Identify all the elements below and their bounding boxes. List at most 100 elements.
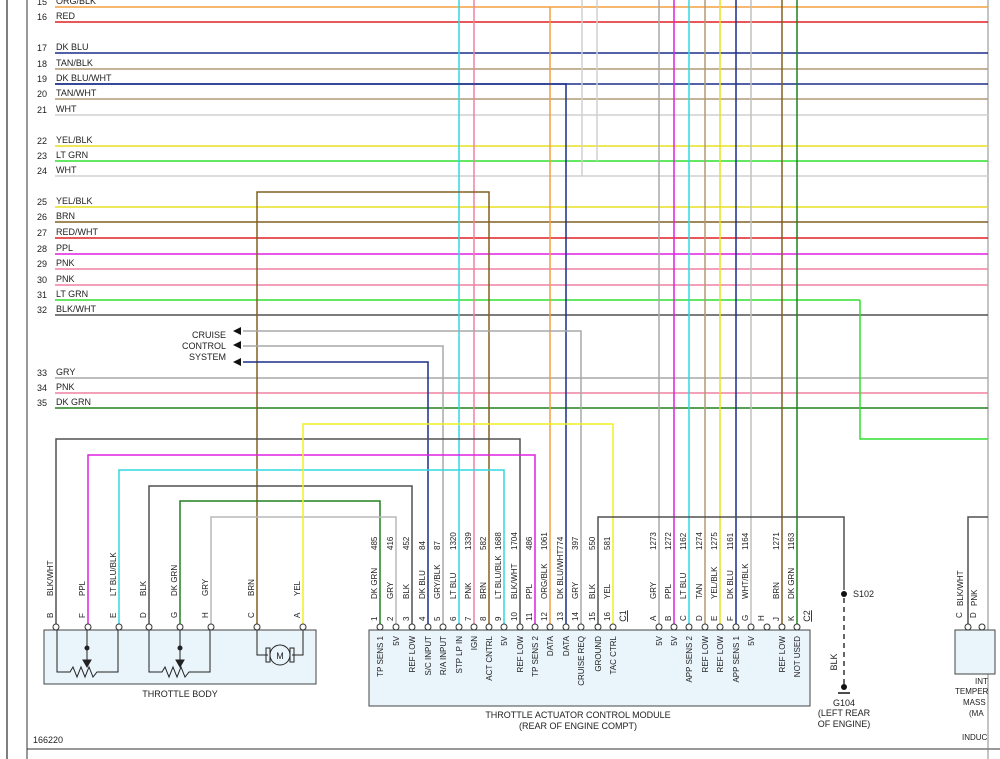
- tac-c1-pin-function: ACT CNTRL: [485, 635, 494, 680]
- row-number: 24: [37, 166, 47, 176]
- row-wire-label: PPL: [56, 243, 73, 253]
- row-number: 30: [37, 275, 47, 285]
- tac-c1-pin-wire: DK BLU/WHT: [556, 550, 565, 599]
- row-number: 28: [37, 244, 47, 254]
- tac-c1-pin-function: CRUISE REQ: [577, 636, 586, 686]
- tac-c2-pin-function: REF LOW: [778, 636, 787, 673]
- right-fragment-component: C BLK/WHT D PNK INT TEMPER MASS (MA INDU…: [954, 516, 996, 742]
- row-wire-label: PNK: [56, 274, 75, 284]
- throttle-body-pin-wire: BRN: [247, 579, 256, 596]
- tac-c1-pin-circuit: 485: [370, 536, 379, 550]
- ground-location-2: OF ENGINE): [818, 719, 871, 729]
- tac-c1-pin-number: 11: [525, 612, 534, 621]
- connector-pin-icon: [470, 623, 478, 631]
- tac-c2-pin-function: 5V: [655, 635, 664, 645]
- throttle-body-pin-wire: GRY: [201, 578, 210, 596]
- figure-number: 166220: [33, 735, 63, 745]
- tac-c1-pin-function: GROUND: [594, 636, 603, 672]
- right-wire-d: PNK: [970, 589, 979, 606]
- row-number: 29: [37, 259, 47, 269]
- connector-pin-icon: [455, 623, 463, 631]
- tac-c1-pin-wire: GRY/BLK: [433, 564, 442, 599]
- right-component-box: [954, 629, 996, 675]
- tac-c2-pin-letter: G: [741, 615, 750, 621]
- tac-c2-pin-letter: B: [664, 616, 673, 621]
- row-wire-label: RED/WHT: [56, 227, 98, 237]
- row-number: 27: [37, 228, 47, 238]
- tac-c2-pin-letter: F: [726, 616, 735, 621]
- tac-c1-pin-wire: LT BLU/BLK: [494, 555, 503, 599]
- tac-c2-pin-wire: TAN: [695, 583, 704, 599]
- tac-c1-pin-wire: DK GRN: [370, 568, 379, 599]
- ground-id: G104: [833, 698, 855, 708]
- tac-c1-pin-function: S/C INPUT: [424, 636, 433, 676]
- row-number: 17: [37, 43, 47, 53]
- potentiometer-1-icon: [56, 630, 119, 679]
- throttle-body-pin-wire: LT BLU/BLK: [109, 552, 118, 596]
- tac-module-box: [368, 629, 811, 707]
- connector-pin-icon: [562, 623, 570, 631]
- connector-pin-icon: [546, 623, 554, 631]
- wire-dk-grn-tb: [179, 500, 381, 625]
- tac-c1-pin-function: 5V: [392, 635, 401, 645]
- row-number: 26: [37, 212, 47, 222]
- tac-c1-pin-function: TAC CTRL: [609, 635, 618, 674]
- motor-icon: M: [256, 630, 304, 666]
- wire-lt-blu-blk-tb: [118, 469, 505, 625]
- tac-c1-pin-wire: LT BLU: [449, 572, 458, 599]
- row-wire-label: BLK/WHT: [56, 304, 97, 314]
- throttle-body-pin-letter: D: [139, 612, 148, 618]
- tac-c2-pin-letter: K: [787, 615, 796, 621]
- row-number: 21: [37, 105, 47, 115]
- throttle-body-pin-letter: C: [247, 612, 256, 618]
- tac-c1-pin-circuit: 1061: [540, 532, 549, 550]
- row-number: 31: [37, 290, 47, 300]
- cruise-label-line-2: CONTROL: [182, 341, 226, 351]
- tac-c2-pin-wire: WHT/BLK: [741, 563, 750, 599]
- tac-c1-pin-circuit: 452: [402, 536, 411, 550]
- connector-pin-icon: [485, 623, 493, 631]
- tac-c2-pin-wire: BRN: [772, 582, 781, 599]
- connector-pin-icon: [299, 623, 307, 631]
- connector-pin-icon: [408, 623, 416, 631]
- connector-c2-label: C2: [802, 610, 812, 622]
- tac-c1-pin-circuit: 397: [571, 536, 580, 550]
- row-number: 20: [37, 89, 47, 99]
- throttle-body-pin-wire: BLK/WHT: [46, 560, 55, 596]
- tac-c1-pin-function: IGN: [470, 636, 479, 650]
- row-number: 25: [37, 197, 47, 207]
- throttle-body-pin-letter: H: [201, 612, 210, 618]
- tac-c1-pin-number: 2: [386, 616, 395, 621]
- tac-c2-pin-wire: YEL/BLK: [710, 566, 719, 599]
- tac-c1-pin-circuit: 84: [418, 541, 427, 550]
- tac-module-title: THROTTLE ACTUATOR CONTROL MODULE: [485, 710, 670, 720]
- tac-c1-pin-number: 15: [588, 612, 597, 621]
- right-label-4: (MA: [969, 709, 984, 718]
- cruise-label-line-1: CRUISE: [192, 330, 226, 340]
- connector-pin-icon: [716, 623, 724, 631]
- tac-c2-pin-letter: E: [710, 616, 719, 621]
- tac-c1-pin-number: 7: [464, 616, 473, 621]
- row-wire-label: YEL/BLK: [56, 196, 93, 206]
- tac-c1-pin-number: 9: [494, 616, 503, 621]
- connector-pin-icon: [609, 623, 617, 631]
- arrow-icon: [233, 358, 241, 366]
- tac-c2-pin-letter: A: [649, 615, 658, 621]
- tac-c2-pin-wire: DK BLU: [726, 570, 735, 599]
- connector-pin-icon: [392, 623, 400, 631]
- ground-location-1: (LEFT REAR: [818, 708, 871, 718]
- connector-pin-icon: [793, 623, 801, 631]
- connector-pin-icon: [424, 623, 432, 631]
- tac-c1-pin-wire: GRY: [386, 581, 395, 599]
- tac-c1-pin-function: REF LOW: [408, 636, 417, 673]
- tac-c1-pin-function: 5V: [500, 635, 509, 645]
- row-number: 22: [37, 136, 47, 146]
- tac-c2-pin-wire: DK GRN: [787, 568, 796, 599]
- wire-gry-cruise: [243, 330, 582, 625]
- tac-c2-pin-function: REF LOW: [716, 636, 725, 673]
- row-number: 18: [37, 59, 47, 69]
- connector-pin-icon: [115, 623, 123, 631]
- tac-c1-pin-circuit: 550: [588, 536, 597, 550]
- arrow-icon: [233, 327, 241, 335]
- connector-pin-icon: [176, 623, 184, 631]
